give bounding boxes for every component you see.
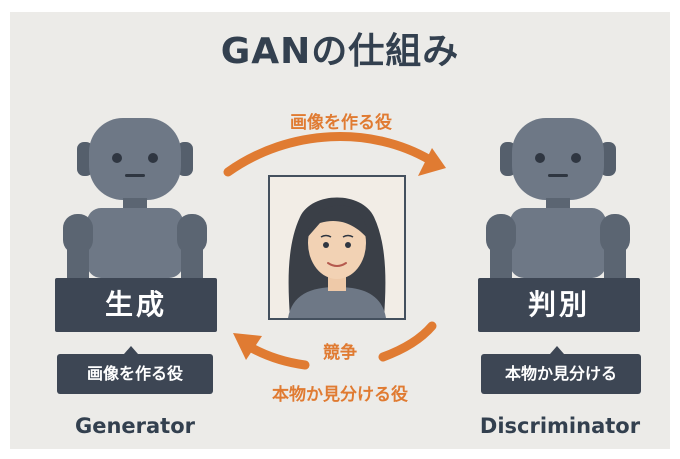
generator-name-plate: 生成 (55, 278, 217, 332)
top-arrow-label: 画像を作る役 (290, 113, 392, 133)
discriminator-role-box: 本物か見分ける (481, 354, 641, 394)
page-title: GANの仕組み (220, 31, 460, 72)
competition-label: 競争 (323, 343, 357, 363)
generator-role-pointer (124, 346, 138, 354)
generator-robot-icon (63, 118, 207, 278)
discriminator-robot-icon (486, 118, 630, 278)
bottom-curved-arrow-icon (233, 321, 437, 370)
generator-english-name: Generator (74, 414, 196, 438)
discriminator-role-pointer (550, 346, 564, 354)
generated-image-frame (268, 175, 406, 320)
top-curved-arrow-icon (223, 132, 446, 177)
discriminator-english-name: Discriminator (479, 414, 641, 438)
woman-portrait-icon (288, 197, 386, 318)
generator-role-box: 画像を作る役 (57, 354, 213, 394)
bottom-arrow-label: 本物か見分ける役 (272, 385, 408, 405)
discriminator-name-plate: 判別 (478, 278, 640, 332)
